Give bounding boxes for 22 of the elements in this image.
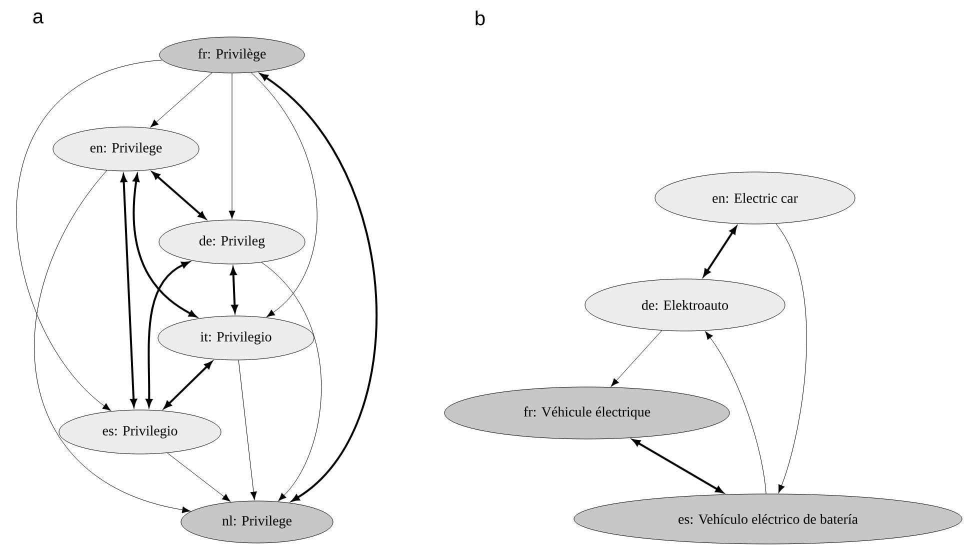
arrow — [260, 73, 378, 502]
arrow — [167, 452, 230, 502]
arrow — [776, 223, 807, 494]
arrow — [250, 72, 318, 318]
arrow — [238, 360, 257, 500]
arrow — [132, 174, 197, 318]
arrow — [230, 267, 238, 312]
arrow — [610, 330, 662, 387]
arrow — [34, 170, 190, 514]
arrow — [146, 261, 190, 407]
arrow — [152, 172, 206, 220]
arrow — [164, 361, 212, 409]
arrow — [228, 72, 236, 219]
arrow — [705, 331, 766, 494]
arrow — [632, 439, 724, 494]
arrow — [16, 60, 162, 411]
arrow — [120, 174, 137, 407]
arrow — [703, 226, 737, 277]
panel-letter: b — [476, 10, 485, 26]
arrow — [150, 72, 212, 128]
panel-letter: a — [33, 12, 44, 24]
arrow — [261, 262, 322, 502]
